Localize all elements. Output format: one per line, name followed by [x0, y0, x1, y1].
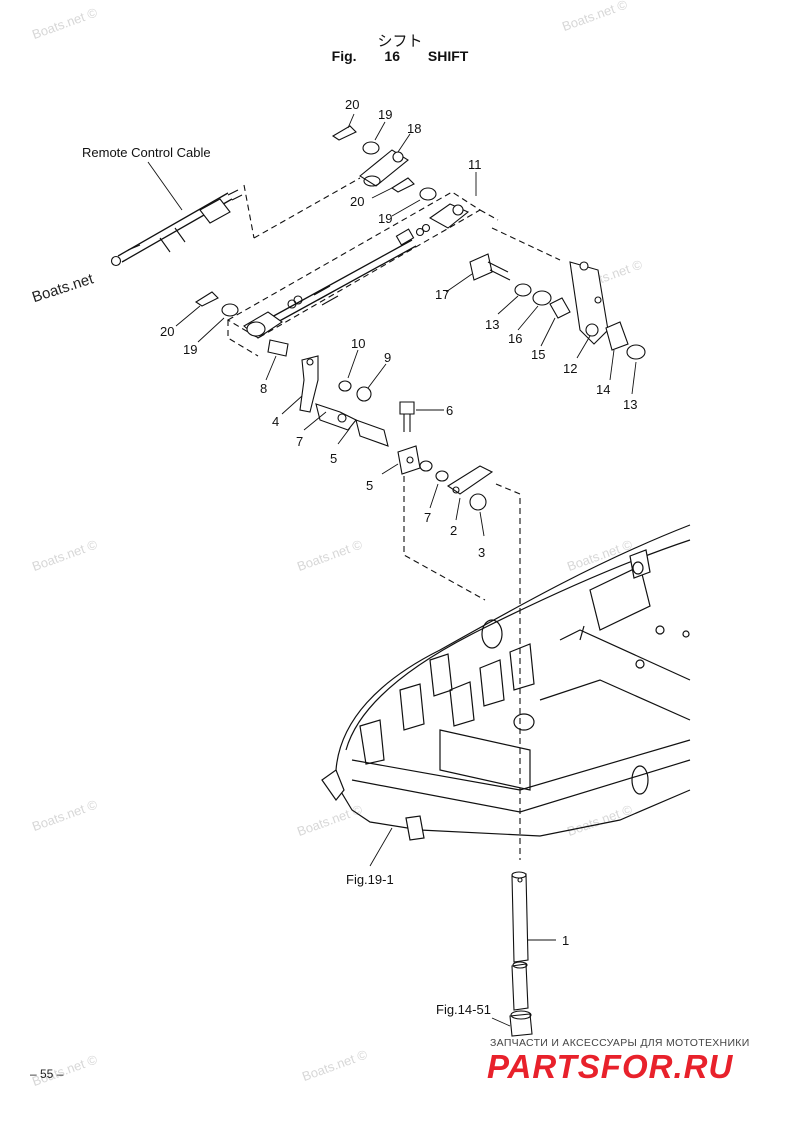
label-18: 18 — [407, 121, 421, 136]
clip-20 — [331, 125, 357, 141]
washer-19 — [221, 303, 239, 317]
washer-19 — [362, 141, 380, 155]
fig14-reference: Fig.14-51 — [436, 1002, 491, 1017]
page-number: – 55 – — [30, 1067, 64, 1081]
label-1: 1 — [562, 933, 569, 948]
washer-13 — [626, 344, 646, 360]
washer-10 — [338, 380, 352, 392]
guide-line — [243, 184, 255, 239]
joint-18 — [359, 149, 409, 187]
assembly-outline — [227, 320, 259, 357]
upper-joint-11 — [428, 203, 470, 229]
guide-line — [253, 177, 361, 239]
lever-4 — [299, 355, 319, 413]
clip-20 — [390, 177, 415, 193]
clip-20 — [194, 291, 219, 307]
remote-control-cable — [110, 189, 243, 267]
joint-5 — [397, 445, 421, 475]
label-6: 6 — [446, 403, 453, 418]
bushing-14 — [605, 321, 629, 351]
label-20: 20 — [345, 97, 359, 112]
label-2: 2 — [450, 523, 457, 538]
remote-cable-label: Remote Control Cable — [82, 145, 211, 160]
shift-lever-12 — [569, 261, 609, 345]
figure-name: SHIFT — [427, 48, 469, 64]
shift-shaft-joint — [315, 403, 389, 447]
label-19: 19 — [378, 211, 392, 226]
shift-rod-1 — [509, 871, 533, 1037]
bolt-17 — [469, 253, 511, 281]
brand-tagline: ЗАПЧАСТИ И АКСЕССУАРЫ ДЛЯ МОТОТЕХНИКИ — [490, 1037, 750, 1049]
washer-13 — [514, 283, 532, 297]
shift-link-rod — [269, 228, 417, 325]
lever-2 — [446, 465, 494, 495]
part-labels: 20 19 18 11 20 19 17 20 19 13 16 15 12 1… — [82, 97, 637, 1017]
label-13: 13 — [485, 317, 499, 332]
washer-19 — [419, 187, 437, 201]
washer-7 — [435, 470, 449, 482]
washer-7 — [419, 460, 433, 472]
lower-joint — [243, 311, 283, 339]
label-7: 7 — [424, 510, 431, 525]
figure-number: Fig. 16 — [331, 48, 400, 64]
label-10: 10 — [351, 336, 365, 351]
leader-lines — [147, 113, 637, 1027]
label-13: 13 — [623, 397, 637, 412]
label-19: 19 — [183, 342, 197, 357]
label-14: 14 — [596, 382, 610, 397]
label-8: 8 — [260, 381, 267, 396]
label-17: 17 — [435, 287, 449, 302]
guide-line — [495, 483, 521, 860]
nut-3 — [469, 493, 487, 511]
label-12: 12 — [563, 361, 577, 376]
brand-logo[interactable]: PARTSFOR.RU — [487, 1048, 734, 1085]
bottom-cowling — [321, 524, 691, 841]
bolt-8 — [267, 339, 289, 357]
label-11: 11 — [468, 157, 482, 172]
label-9: 9 — [384, 350, 391, 365]
figure-title: Fig. 16 SHIFT — [0, 48, 800, 64]
label-20: 20 — [350, 194, 364, 209]
label-19: 19 — [378, 107, 392, 122]
fig19-reference: Fig.19-1 — [346, 872, 394, 887]
nut-9 — [356, 386, 372, 402]
guide-line — [403, 476, 486, 601]
label-16: 16 — [508, 331, 522, 346]
label-20: 20 — [160, 324, 174, 339]
label-4: 4 — [272, 414, 279, 429]
label-5: 5 — [330, 451, 337, 466]
title-japanese: シフト — [377, 32, 423, 50]
label-7: 7 — [296, 434, 303, 449]
washer-16 — [532, 290, 552, 306]
label-5: 5 — [366, 478, 373, 493]
collar-15 — [549, 297, 571, 319]
bolt-6 — [399, 401, 415, 432]
label-3: 3 — [478, 545, 485, 560]
label-15: 15 — [531, 347, 545, 362]
